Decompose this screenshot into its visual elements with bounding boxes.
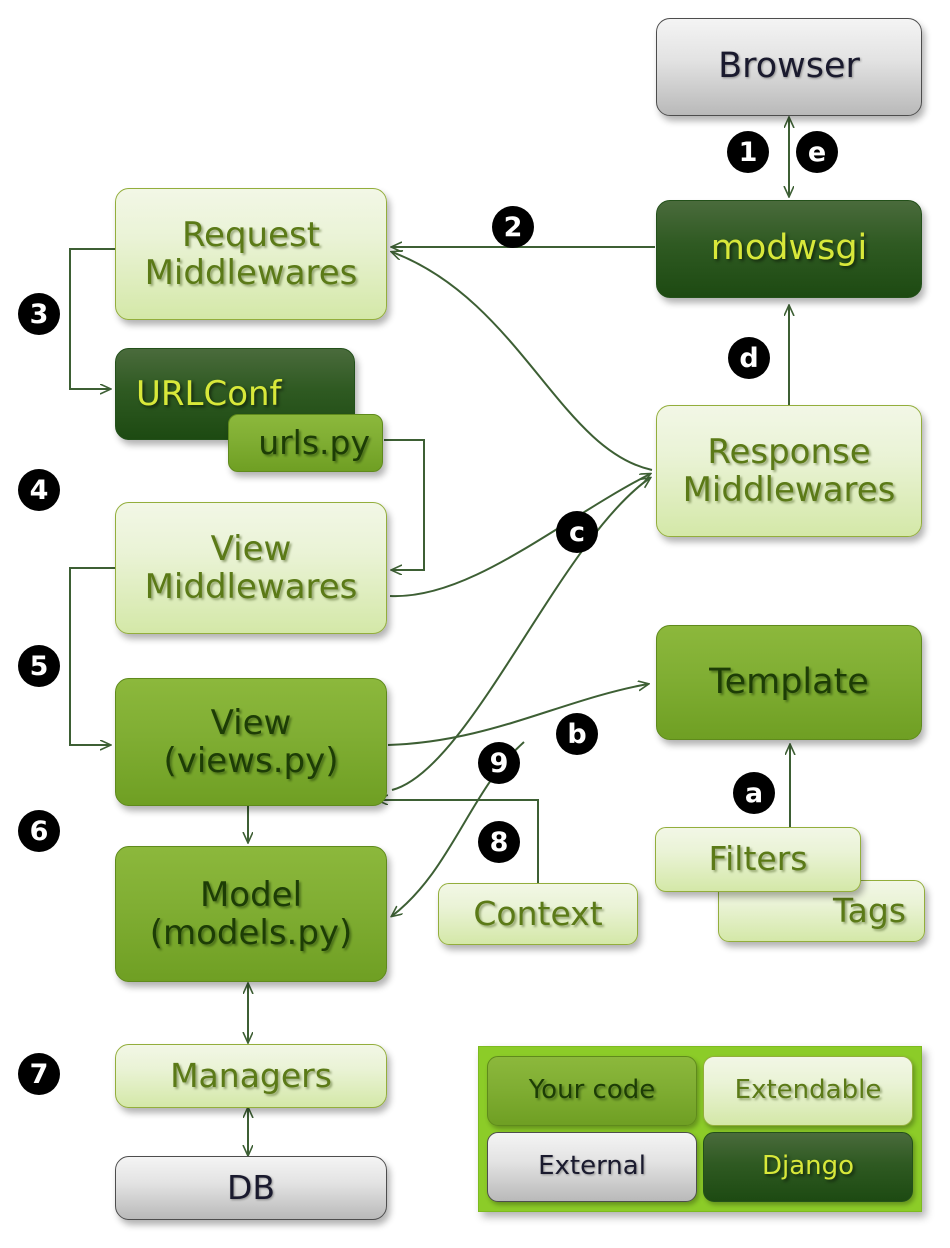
node-template-label: Template [709,661,869,702]
node-view-middlewares-label: View Middlewares [144,528,358,607]
step-badge-3: 3 [18,293,60,335]
node-context[interactable]: Context [438,883,638,945]
legend-item-your-code[interactable]: Your code [487,1056,697,1126]
step-badge-a: a [733,772,775,814]
step-badge-8: 8 [478,821,520,863]
legend-item-external[interactable]: External [487,1132,697,1202]
node-request-middlewares-label: Request Middlewares [144,214,358,293]
node-urls-py[interactable]: urls.py [228,414,383,472]
step-badge-5: 5 [18,645,60,687]
node-response-middlewares[interactable]: Response Middlewares [656,405,922,537]
step-badge-b-label: b [567,718,587,750]
legend: Your code Extendable External Django [478,1046,922,1212]
step-badge-6: 6 [18,810,60,852]
node-urls-py-label: urls.py [258,422,370,462]
step-badge-e: e [796,131,838,173]
step-badge-e-label: e [807,136,827,168]
step-badge-2-label: 2 [503,211,523,243]
step-badge-a-label: a [744,777,764,809]
step-badge-1-label: 1 [738,136,758,168]
step-badge-2: 2 [492,206,534,248]
node-modwsgi-label: modwsgi [710,228,868,269]
legend-item-extendable[interactable]: Extendable [703,1056,913,1126]
node-managers-label: Managers [170,1055,332,1095]
node-view[interactable]: View (views.py) [115,678,387,806]
step-badge-4: 4 [18,469,60,511]
step-badge-c-label: c [568,516,585,548]
step-badge-c: c [556,511,598,553]
step-badge-8-label: 8 [489,826,509,858]
step-badge-9: 9 [478,742,520,784]
step-badge-6-label: 6 [29,815,49,847]
node-view-middlewares[interactable]: View Middlewares [115,502,387,634]
step-badge-3-label: 3 [29,298,49,330]
node-template[interactable]: Template [656,625,922,740]
node-context-label: Context [473,893,603,933]
node-tags-label: Tags [832,890,906,930]
legend-item-extendable-label: Extendable [734,1075,882,1106]
step-badge-d: d [728,337,770,379]
step-badge-9-label: 9 [489,747,509,779]
node-db-label: DB [226,1167,276,1207]
node-modwsgi[interactable]: modwsgi [656,200,922,298]
node-urlconf-label: URLConf [136,373,282,414]
node-view-label: View (views.py) [163,702,339,781]
step-badge-1: 1 [727,131,769,173]
node-filters[interactable]: Filters [655,827,861,892]
node-browser[interactable]: Browser [656,18,922,116]
node-db[interactable]: DB [115,1156,387,1220]
legend-item-external-label: External [538,1151,646,1182]
step-badge-b: b [556,713,598,755]
legend-item-django[interactable]: Django [703,1132,913,1202]
step-badge-5-label: 5 [29,650,49,682]
step-badge-7: 7 [18,1053,60,1095]
node-model-label: Model (models.py) [149,874,353,953]
legend-item-your-code-label: Your code [528,1075,656,1106]
node-managers[interactable]: Managers [115,1044,387,1108]
node-request-middlewares[interactable]: Request Middlewares [115,188,387,320]
step-badge-7-label: 7 [29,1058,49,1090]
node-model[interactable]: Model (models.py) [115,846,387,982]
step-badge-4-label: 4 [29,474,49,506]
legend-item-django-label: Django [761,1151,855,1182]
node-filters-label: Filters [708,839,808,879]
step-badge-d-label: d [739,342,759,374]
node-browser-label: Browser [718,46,860,87]
node-response-middlewares-label: Response Middlewares [682,431,896,510]
